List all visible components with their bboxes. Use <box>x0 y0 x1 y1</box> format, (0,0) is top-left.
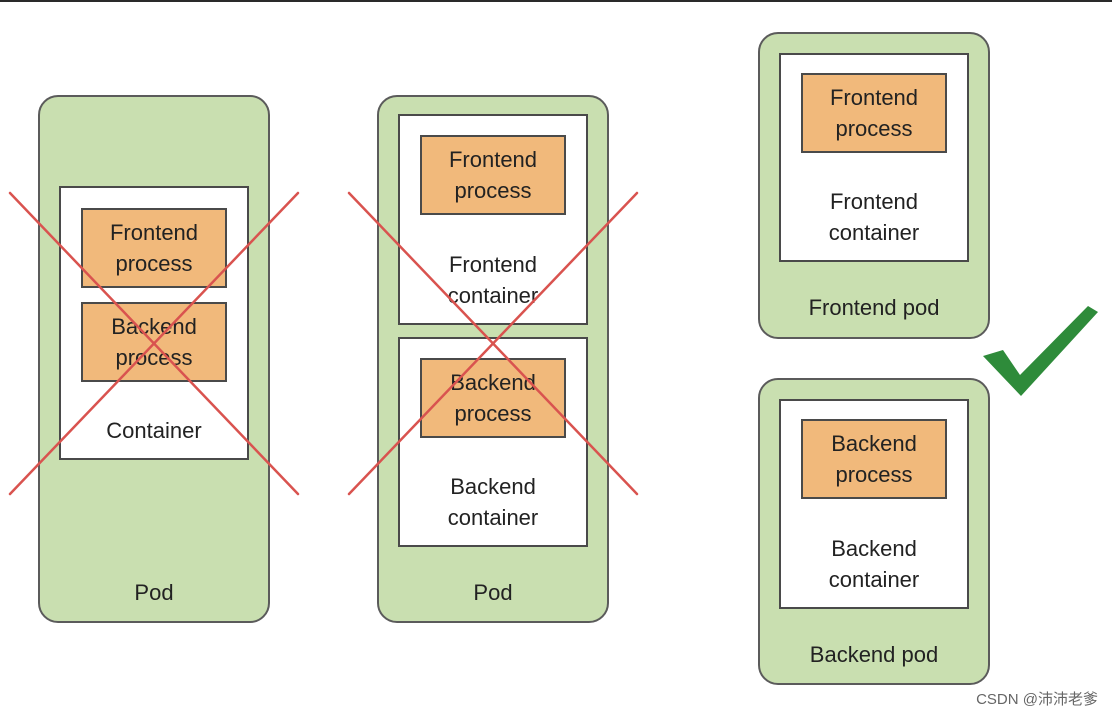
backend-process: Backend process <box>420 358 566 438</box>
backend-process: Backend process <box>801 419 947 499</box>
frontend-container-label: Frontend container <box>447 252 539 308</box>
frontend-process: Frontend process <box>801 73 947 153</box>
pod-label: Pod <box>134 580 174 605</box>
checkmark-icon <box>983 306 1098 396</box>
backend-pod-label: Backend pod <box>809 642 939 667</box>
watermark: CSDN @沛沛老爹 <box>976 691 1098 708</box>
top-border <box>0 0 1112 2</box>
pod-label: Pod <box>473 580 513 605</box>
container-label: Container <box>106 418 202 443</box>
backend-container-label: Backend container <box>447 474 539 530</box>
frontend-container-label: Frontend container <box>828 189 920 245</box>
frontend-process: Frontend process <box>420 135 566 215</box>
frontend-pod-label: Frontend pod <box>808 295 940 320</box>
frontend-process: Frontend process <box>81 208 227 288</box>
backend-process: Backend process <box>81 302 227 382</box>
backend-container-label: Backend container <box>828 536 920 592</box>
